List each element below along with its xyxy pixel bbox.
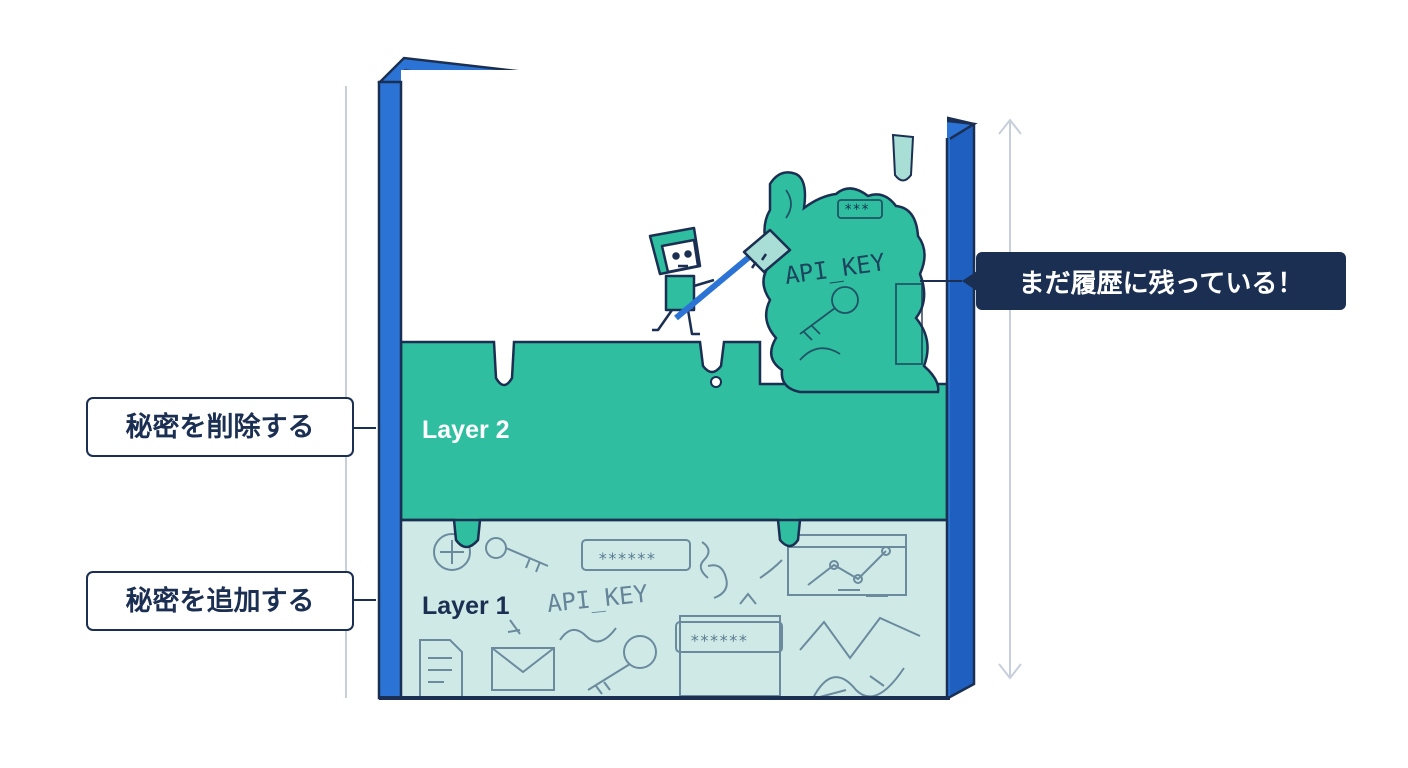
cleaner-character-icon [648, 226, 715, 336]
callout-tail [962, 271, 977, 291]
delete-secret-label: 秘密を削除する [86, 397, 354, 457]
frame-left-post [377, 80, 403, 700]
key-icon [485, 537, 549, 573]
blob-mask-doodle: *** [844, 202, 869, 218]
height-double-arrow-icon [998, 118, 1022, 680]
secret-blob [762, 171, 940, 394]
layer-2-label: Layer 2 [422, 416, 510, 444]
layer-1-doodles [419, 533, 921, 698]
add-secret-label: 秘密を追加する [86, 571, 354, 631]
layer-1-password-doodle-2: ****** [690, 631, 748, 650]
layer-1-label: Layer 1 [422, 592, 510, 620]
frame-depth [946, 116, 976, 701]
broom-icon [674, 228, 792, 321]
document-icon [419, 639, 463, 698]
layer-1-password-doodle: ****** [598, 549, 656, 568]
frame-bottom [379, 696, 950, 700]
envelope-icon [491, 647, 555, 691]
history-warning-callout: まだ履歴に残っている！ [976, 252, 1346, 310]
